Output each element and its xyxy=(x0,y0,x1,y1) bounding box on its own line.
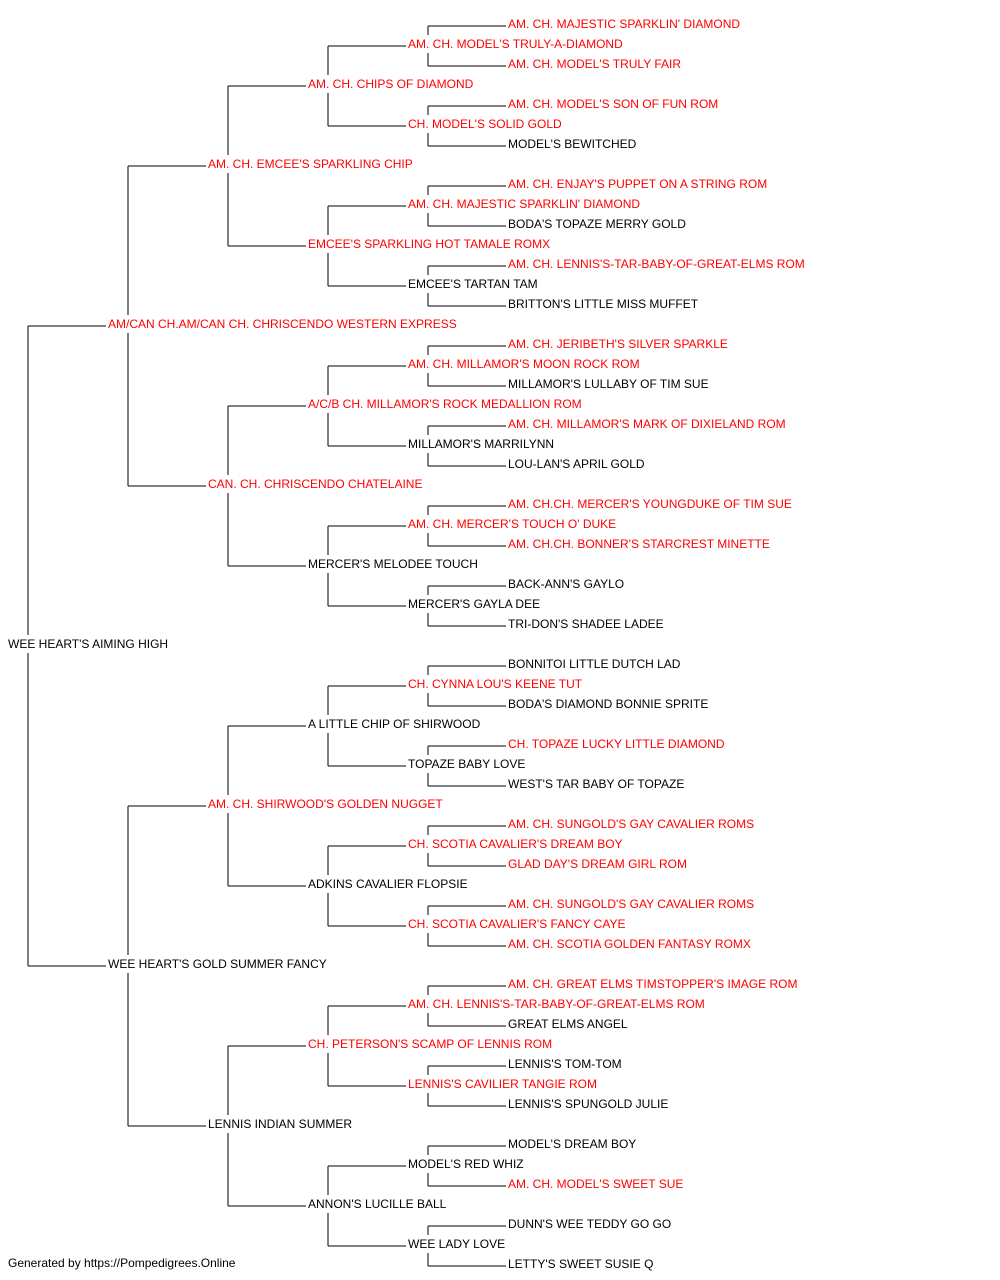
pedigree-name-gen4: MILLAMOR'S MARRILYNN xyxy=(408,437,554,451)
pedigree-name-gen5: GLAD DAY'S DREAM GIRL ROM xyxy=(508,857,687,871)
pedigree-name-gen5: AM. CH. ENJAY'S PUPPET ON A STRING ROM xyxy=(508,177,767,191)
pedigree-name-gen2: LENNIS INDIAN SUMMER xyxy=(208,1117,352,1131)
pedigree-name-gen5: AM. CH. MAJESTIC SPARKLIN' DIAMOND xyxy=(508,17,740,31)
pedigree-name-gen3: CH. PETERSON'S SCAMP OF LENNIS ROM xyxy=(308,1037,552,1051)
pedigree-name-gen5: CH. TOPAZE LUCKY LITTLE DIAMOND xyxy=(508,737,725,751)
pedigree-name-gen5: BRITTON'S LITTLE MISS MUFFET xyxy=(508,297,699,311)
pedigree-name-gen5: MODEL'S DREAM BOY xyxy=(508,1137,636,1151)
pedigree-name-gen4: TOPAZE BABY LOVE xyxy=(408,757,525,771)
pedigree-name-gen5: AM. CH. JERIBETH'S SILVER SPARKLE xyxy=(508,337,728,351)
pedigree-name-gen5: WEST'S TAR BABY OF TOPAZE xyxy=(508,777,684,791)
pedigree-name-gen3: A LITTLE CHIP OF SHIRWOOD xyxy=(308,717,481,731)
pedigree-name-gen3: EMCEE'S SPARKLING HOT TAMALE ROMX xyxy=(308,237,550,251)
pedigree-name-gen5: AM. CH. SUNGOLD'S GAY CAVALIER ROMS xyxy=(508,897,754,911)
pedigree-name-gen3: A/C/B CH. MILLAMOR'S ROCK MEDALLION ROM xyxy=(308,397,582,411)
pedigree-name-gen5: AM. CH. SCOTIA GOLDEN FANTASY ROMX xyxy=(508,937,751,951)
pedigree-name-gen4: CH. CYNNA LOU'S KEENE TUT xyxy=(408,677,583,691)
pedigree-name-gen1: AM/CAN CH.AM/CAN CH. CHRISCENDO WESTERN … xyxy=(108,317,457,331)
pedigree-name-gen2: AM. CH. EMCEE'S SPARKLING CHIP xyxy=(208,157,413,171)
pedigree-name-gen5: LENNIS'S TOM-TOM xyxy=(508,1057,622,1071)
pedigree-name-gen5: AM. CH. MODEL'S SON OF FUN ROM xyxy=(508,97,718,111)
pedigree-name-gen5: AM. CH. GREAT ELMS TIMSTOPPER'S IMAGE RO… xyxy=(508,977,797,991)
pedigree-name-gen5: MILLAMOR'S LULLABY OF TIM SUE xyxy=(508,377,709,391)
pedigree-name-gen2: AM. CH. SHIRWOOD'S GOLDEN NUGGET xyxy=(208,797,443,811)
pedigree-name-gen5: LENNIS'S SPUNGOLD JULIE xyxy=(508,1097,668,1111)
pedigree-name-gen4: AM. CH. MODEL'S TRULY-A-DIAMOND xyxy=(408,37,623,51)
pedigree-name-gen4: AM. CH. MILLAMOR'S MOON ROCK ROM xyxy=(408,357,640,371)
pedigree-name-gen5: AM. CH.CH. MERCER'S YOUNGDUKE OF TIM SUE xyxy=(508,497,792,511)
pedigree-name-gen4: LENNIS'S CAVILIER TANGIE ROM xyxy=(408,1077,597,1091)
pedigree-name-gen5: BACK-ANN'S GAYLO xyxy=(508,577,624,591)
pedigree-name-gen4: MERCER'S GAYLA DEE xyxy=(408,597,540,611)
pedigree-name-gen4: EMCEE'S TARTAN TAM xyxy=(408,277,538,291)
pedigree-name-gen5: AM. CH. MODEL'S TRULY FAIR xyxy=(508,57,681,71)
pedigree-name-gen4: AM. CH. LENNIS'S-TAR-BABY-OF-GREAT-ELMS … xyxy=(408,997,705,1011)
pedigree-name-gen5: AM. CH. SUNGOLD'S GAY CAVALIER ROMS xyxy=(508,817,754,831)
pedigree-name-gen5: GREAT ELMS ANGEL xyxy=(508,1017,628,1031)
pedigree-name-gen5: AM. CH.CH. BONNER'S STARCREST MINETTE xyxy=(508,537,770,551)
pedigree-name-gen4: MODEL'S RED WHIZ xyxy=(408,1157,524,1171)
pedigree-name-gen5: LETTY'S SWEET SUSIE Q xyxy=(508,1257,653,1271)
pedigree-name-gen5: TRI-DON'S SHADEE LADEE xyxy=(508,617,664,631)
pedigree-name-gen5: LOU-LAN'S APRIL GOLD xyxy=(508,457,645,471)
pedigree-name-gen3: ADKINS CAVALIER FLOPSIE xyxy=(308,877,468,891)
pedigree-name-gen1: WEE HEART'S GOLD SUMMER FANCY xyxy=(108,957,327,971)
pedigree-name-gen5: AM. CH. LENNIS'S-TAR-BABY-OF-GREAT-ELMS … xyxy=(508,257,805,271)
pedigree-name-gen0: WEE HEART'S AIMING HIGH xyxy=(8,637,168,651)
pedigree-name-gen4: AM. CH. MERCER'S TOUCH O' DUKE xyxy=(408,517,616,531)
pedigree-name-gen5: BODA'S TOPAZE MERRY GOLD xyxy=(508,217,686,231)
pedigree-name-gen5: AM. CH. MODEL'S SWEET SUE xyxy=(508,1177,683,1191)
pedigree-name-gen4: CH. SCOTIA CAVALIER'S DREAM BOY xyxy=(408,837,623,851)
pedigree-name-gen4: AM. CH. MAJESTIC SPARKLIN' DIAMOND xyxy=(408,197,640,211)
pedigree-name-gen5: MODEL'S BEWITCHED xyxy=(508,137,637,151)
generated-by-footer: Generated by https://Pompedigrees.Online xyxy=(8,1256,236,1270)
pedigree-name-gen3: AM. CH. CHIPS OF DIAMOND xyxy=(308,77,474,91)
pedigree-name-gen5: DUNN'S WEE TEDDY GO GO xyxy=(508,1217,671,1231)
pedigree-name-gen3: ANNON'S LUCILLE BALL xyxy=(308,1197,447,1211)
pedigree-name-gen2: CAN. CH. CHRISCENDO CHATELAINE xyxy=(208,477,422,491)
pedigree-name-gen3: MERCER'S MELODEE TOUCH xyxy=(308,557,478,571)
pedigree-name-gen4: CH. MODEL'S SOLID GOLD xyxy=(408,117,562,131)
pedigree-name-gen4: WEE LADY LOVE xyxy=(408,1237,505,1251)
pedigree-name-gen5: BODA'S DIAMOND BONNIE SPRITE xyxy=(508,697,708,711)
pedigree-name-gen5: AM. CH. MILLAMOR'S MARK OF DIXIELAND ROM xyxy=(508,417,786,431)
pedigree-name-gen5: BONNITOI LITTLE DUTCH LAD xyxy=(508,657,681,671)
pedigree-name-gen4: CH. SCOTIA CAVALIER'S FANCY CAYE xyxy=(408,917,625,931)
